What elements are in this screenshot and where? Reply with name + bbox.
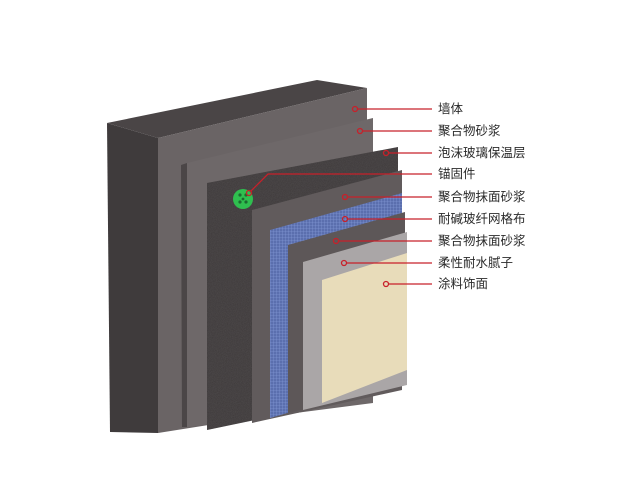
label-polymer-mortar: 聚合物砂浆 <box>438 123 501 138</box>
label-wall: 墙体 <box>438 101 464 116</box>
leader-lines <box>245 105 432 288</box>
label-foam-glass-insulation: 泡沫玻璃保温层 <box>438 145 526 160</box>
label-anchor: 锚固件 <box>438 166 476 181</box>
wall-top <box>107 80 367 138</box>
label-polymer-plaster-mortar-2: 聚合物抹面砂浆 <box>438 233 526 248</box>
label-paint-finish: 涂料饰面 <box>438 276 489 291</box>
label-alkali-resistant-mesh: 耐碱玻纤网格布 <box>438 211 526 226</box>
wall-side <box>107 123 158 433</box>
coating-layer <box>322 253 407 403</box>
label-flexible-putty: 柔性耐水腻子 <box>438 255 514 270</box>
label-polymer-plaster-mortar-1: 聚合物抹面砂浆 <box>438 189 526 204</box>
polymer-mortar-side <box>181 163 187 427</box>
